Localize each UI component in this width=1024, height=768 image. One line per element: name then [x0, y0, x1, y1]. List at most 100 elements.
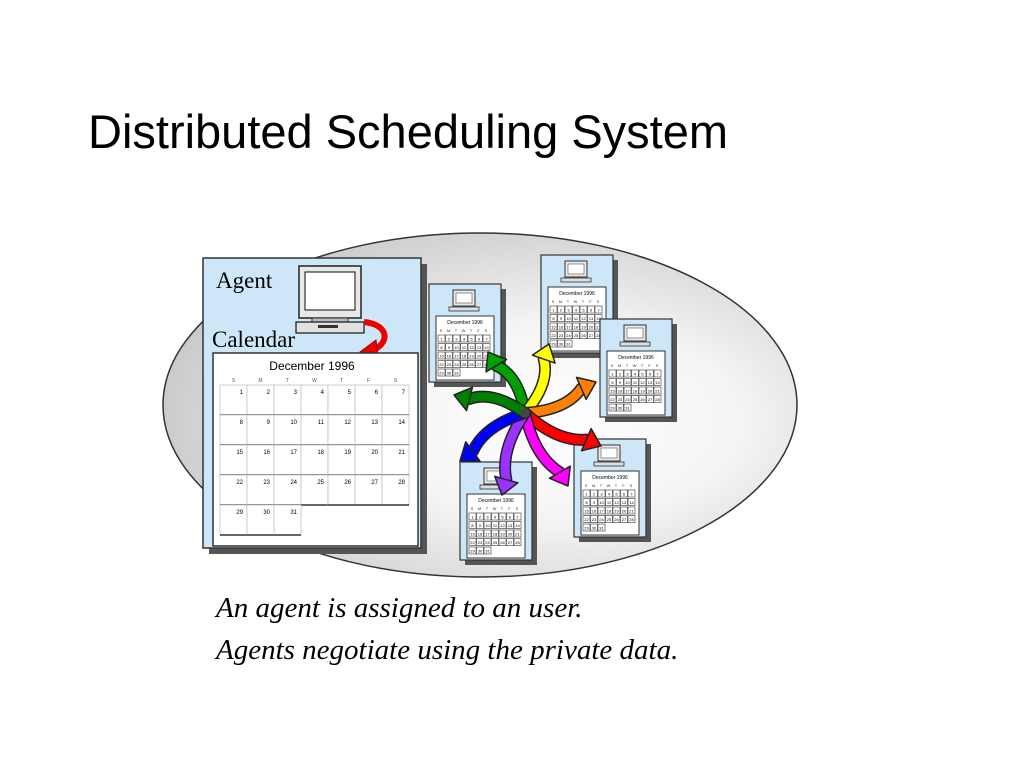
mini-weekday-label: W	[493, 506, 497, 511]
caption-line-1: An agent is assigned to an user.	[216, 592, 583, 624]
calendar-day-number: 27	[371, 480, 378, 486]
mini-day-cell	[612, 489, 621, 498]
mini-day-number: 7	[485, 337, 488, 342]
mini-weekday-label: T	[582, 299, 585, 304]
mini-weekday-label: T	[486, 506, 489, 511]
mini-day-number: 20	[477, 354, 482, 359]
mini-day-number: 17	[485, 532, 490, 537]
weekday-label: T	[340, 378, 343, 384]
mini-weekday-label: T	[501, 506, 504, 511]
mini-day-number: 25	[462, 362, 467, 367]
mini-day-cell	[445, 351, 453, 360]
calendar-day-number: 10	[290, 420, 297, 426]
mini-weekday-label: S	[516, 506, 519, 511]
calendar-day-number: 18	[317, 450, 324, 456]
mini-day-cell	[483, 529, 492, 538]
mini-weekday-label: T	[455, 328, 458, 333]
mini-day-cell	[620, 515, 628, 523]
mini-day-cell	[513, 512, 522, 521]
mini-day-cell	[498, 521, 507, 529]
mini-day-cell	[627, 515, 636, 523]
mini-day-number: 6	[649, 372, 652, 377]
mini-day-cell	[482, 343, 491, 351]
mini-day-cell	[564, 322, 573, 331]
mini-day-number: 7	[630, 492, 633, 497]
mini-day-number: 12	[500, 523, 505, 528]
mini-day-cell	[483, 546, 492, 555]
mini-day-cell	[582, 523, 591, 532]
mini-day-number: 23	[478, 540, 483, 545]
mini-day-cell	[587, 322, 595, 331]
calendar-day-cell	[327, 414, 356, 446]
mini-day-cell	[506, 512, 514, 521]
mini-day-cell	[627, 489, 636, 498]
mini-day-cell	[491, 538, 499, 546]
mini-day-number: 31	[454, 371, 459, 376]
mini-day-cell	[549, 322, 558, 331]
mini-day-number: 24	[485, 540, 490, 545]
mini-day-cell	[623, 378, 632, 386]
mini-calendar-month: December 1996	[447, 320, 483, 326]
mini-day-number: 16	[592, 509, 597, 514]
mini-day-cell	[460, 360, 468, 368]
calendar-day-cell	[327, 474, 356, 506]
mini-day-number: 6	[623, 492, 626, 497]
mini-day-cell	[587, 305, 595, 314]
mini-day-cell	[475, 343, 483, 351]
mini-day-number: 13	[477, 345, 482, 350]
mini-day-cell	[638, 378, 647, 386]
mini-day-number: 8	[471, 523, 474, 528]
mini-day-number: 22	[439, 362, 444, 367]
mini-day-cell	[476, 521, 484, 529]
calendar-day-cell	[300, 474, 329, 506]
mini-day-cell	[620, 498, 628, 506]
mini-day-cell	[594, 314, 603, 322]
mini-day-number: 24	[599, 517, 604, 522]
mini-day-cell	[475, 351, 483, 360]
mini-day-cell	[608, 403, 617, 412]
calendar-day-number: 24	[290, 480, 297, 486]
mini-weekday-label: T	[567, 299, 570, 304]
agent-label: Agent	[216, 268, 273, 293]
mini-day-number: 16	[559, 325, 564, 330]
mini-day-cell	[582, 506, 591, 515]
mini-day-cell	[612, 498, 621, 506]
weekday-label: F	[367, 378, 370, 384]
weekday-label: W	[312, 378, 317, 384]
mini-day-number: 16	[618, 389, 623, 394]
calendar-day-cell	[381, 414, 410, 446]
arrow-hub	[520, 408, 530, 418]
mini-day-number: 24	[625, 397, 630, 402]
mini-day-number: 5	[470, 337, 473, 342]
calendar-day-number: 15	[236, 450, 243, 456]
mini-day-cell	[468, 546, 477, 555]
mini-day-number: 4	[575, 308, 578, 313]
mini-day-cell	[631, 386, 639, 395]
mini-day-number: 25	[607, 517, 612, 522]
mini-day-cell	[468, 538, 477, 546]
mini-day-cell	[572, 322, 580, 331]
mini-day-number: 19	[614, 509, 619, 514]
mini-day-number: 5	[615, 492, 618, 497]
mini-day-number: 28	[629, 517, 634, 522]
mini-day-cell	[579, 305, 588, 314]
mini-day-cell	[616, 395, 624, 403]
mini-day-number: 23	[618, 397, 623, 402]
calendar-day-number: 3	[294, 390, 298, 396]
mini-day-number: 2	[448, 337, 451, 342]
weekday-label: S	[394, 378, 398, 384]
mini-day-cell	[616, 369, 624, 378]
mini-day-cell	[468, 521, 477, 529]
mini-day-cell	[646, 378, 654, 386]
mini-day-number: 12	[469, 345, 474, 350]
mini-day-cell	[467, 334, 476, 343]
mini-day-cell	[587, 314, 595, 322]
slide-title: Distributed Scheduling System	[88, 105, 729, 158]
mini-day-number: 29	[551, 342, 556, 347]
mini-day-number: 16	[447, 354, 452, 359]
mini-day-number: 16	[478, 532, 483, 537]
mini-day-number: 22	[470, 540, 475, 545]
mini-day-number: 11	[633, 380, 638, 385]
mini-calendar-month: December 1996	[478, 498, 514, 504]
